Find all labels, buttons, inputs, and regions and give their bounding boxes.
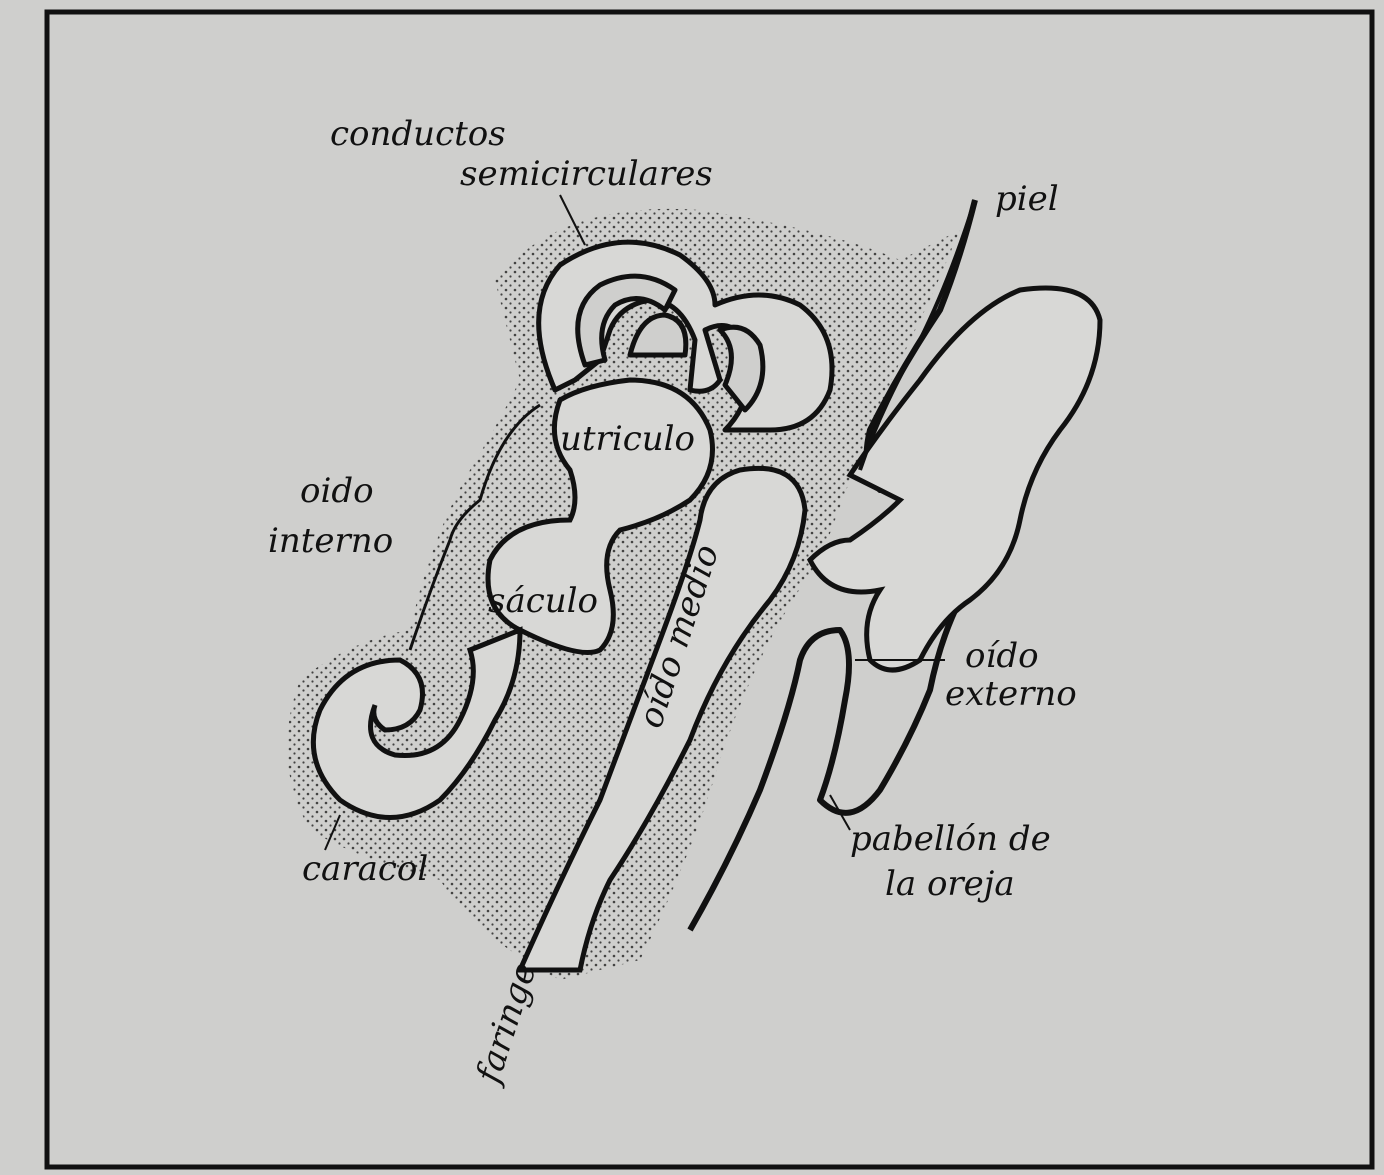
label-piel: piel — [995, 179, 1059, 219]
label-caracol: caracol — [302, 849, 428, 889]
label-pabellon-line2: la oreja — [885, 864, 1015, 904]
label-conductos-line2: semicirculares — [460, 154, 713, 194]
label-oido-interno-line1: oido — [300, 471, 374, 511]
label-conductos-line1: conductos — [330, 114, 506, 154]
label-oido-interno-line2: interno — [268, 521, 393, 561]
label-pabellon-line1: pabellón de — [850, 819, 1051, 859]
label-saculo: sáculo — [488, 581, 598, 621]
label-utriculo: utriculo — [560, 419, 695, 459]
label-oido-externo-line2: externo — [945, 674, 1077, 714]
label-oido-externo-line1: oído — [965, 636, 1039, 676]
